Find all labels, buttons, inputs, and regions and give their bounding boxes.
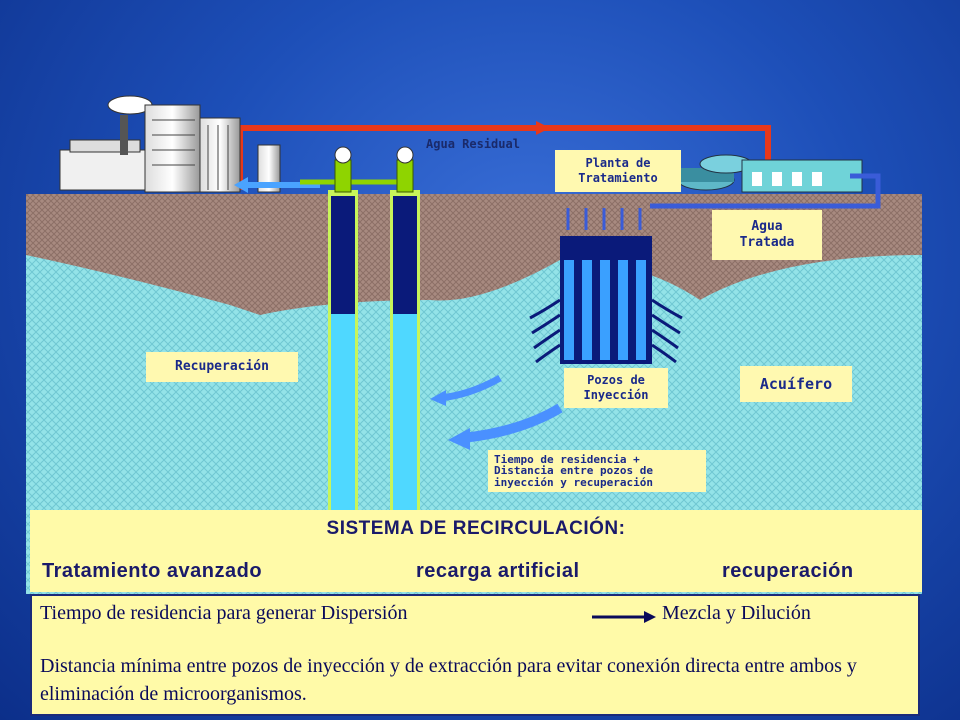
notes-panel: Tiempo de residencia para generar Disper… <box>30 594 920 716</box>
treatment-plant-icon <box>677 154 863 193</box>
label-recuperacion: Recuperación <box>146 352 298 382</box>
arrow-right-icon <box>592 611 656 623</box>
aquifer-layer <box>26 255 922 594</box>
label-acuifero: Acuífero <box>740 366 852 402</box>
step-recuperacion: recuperación <box>722 560 854 582</box>
step-tratamiento: Tratamiento avanzado <box>42 560 263 582</box>
label-planta-tratamiento: Planta de Tratamiento <box>555 150 681 192</box>
flow-arrow-icon <box>461 403 563 443</box>
extraction-well-1 <box>328 146 358 510</box>
note-line-2: Distancia mínima entre pozos de inyecció… <box>40 655 857 705</box>
label-tiempo-residencia: Tiempo de residencia + Distancia entre p… <box>488 450 706 492</box>
note-line-1-result: Mezcla y Dilución <box>662 602 811 624</box>
note-line-1: Tiempo de residencia para generar Disper… <box>40 602 408 624</box>
label-agua-tratada: Agua Tratada <box>712 210 822 260</box>
recirculation-panel: SISTEMA DE RECIRCULACIÓN: Tratamiento av… <box>30 510 922 592</box>
city-buildings-icon <box>59 95 281 193</box>
label-pozos-inyeccion: Pozos de Inyección <box>564 368 668 408</box>
panel-title: SISTEMA DE RECIRCULACIÓN: <box>326 518 626 539</box>
treated-water-pipe <box>650 173 881 209</box>
label-agua-residual: Agua Residual <box>426 136 520 151</box>
arrow-left-icon <box>234 177 248 193</box>
injection-wells <box>529 208 683 364</box>
extraction-well-2 <box>390 146 420 510</box>
step-recarga: recarga artificial <box>416 560 580 582</box>
flow-arrow-icon <box>536 121 550 135</box>
